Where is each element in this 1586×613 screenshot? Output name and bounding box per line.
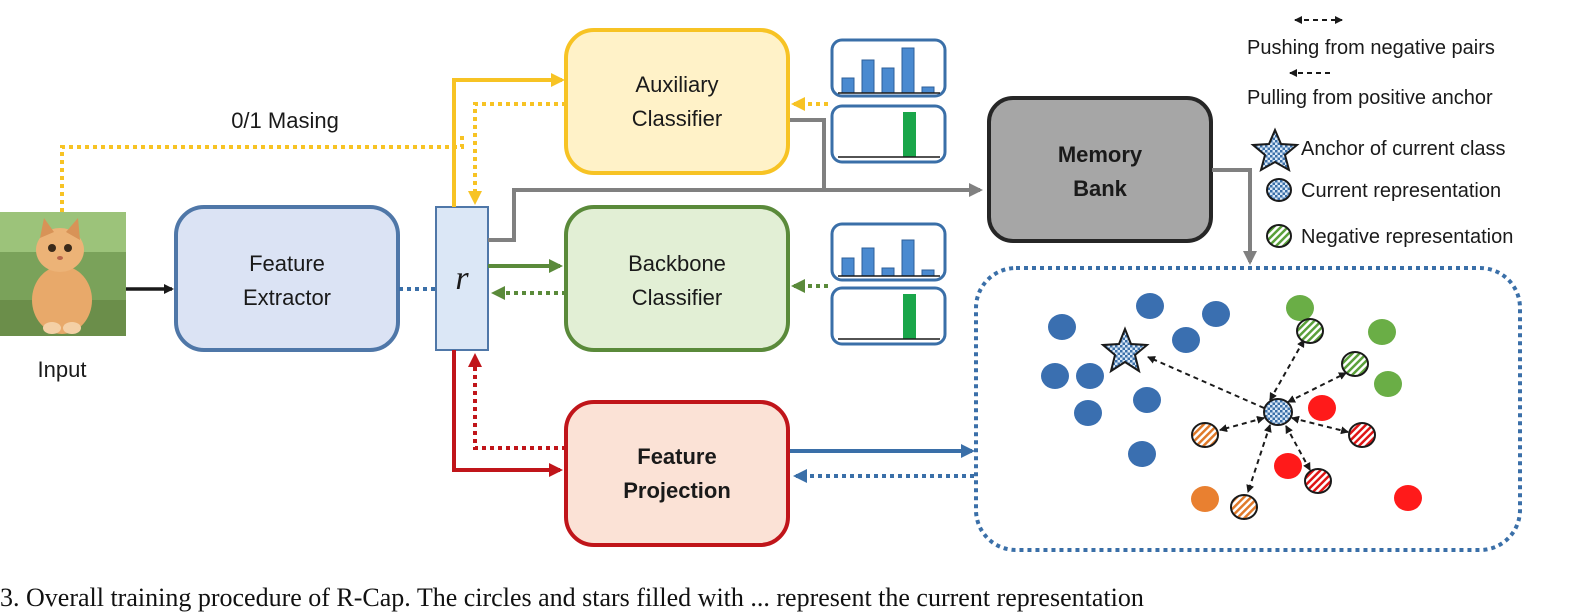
negative-representation (1230, 494, 1258, 520)
r-symbol: r (455, 260, 469, 297)
memory-bank-label-1: Memory (1058, 142, 1143, 167)
auxiliary-classifier-label-2: Classifier (632, 106, 722, 131)
r-representation-block: r (435, 206, 489, 351)
projection-to-r-arrow (468, 353, 566, 450)
same-class-point (1136, 293, 1164, 319)
current-representation (1263, 398, 1293, 426)
same-class-point (1076, 363, 1104, 389)
memory-bank-label-2: Bank (1073, 176, 1128, 201)
same-class-point (1172, 327, 1200, 353)
r-to-projection-arrow (452, 350, 563, 477)
memory-to-space-arrow (1212, 168, 1257, 265)
backbone-output-histogram (830, 222, 947, 282)
auxiliary-to-memory-link (790, 118, 826, 190)
same-class-point (1074, 400, 1102, 426)
auxiliary-classifier-label-1: Auxiliary (635, 72, 718, 97)
red-class-point (1274, 453, 1302, 479)
kitten-photo (0, 212, 126, 336)
red-class-point (1308, 395, 1336, 421)
star-icon (1250, 127, 1300, 173)
feature-projection-label-2: Projection (623, 478, 731, 503)
red-class-point (1394, 485, 1422, 511)
feature-extractor-label-1: Feature (249, 251, 325, 276)
input-label: Input (38, 357, 87, 382)
same-class-point (1048, 314, 1076, 340)
feature-projection-label-1: Feature (637, 444, 716, 469)
r-to-auxiliary-arrow (452, 73, 565, 207)
anchor-star (1100, 326, 1150, 374)
feature-extractor-block: Feature Extractor (174, 205, 400, 352)
same-class-point (1202, 301, 1230, 327)
backbone-classifier-label-1: Backbone (628, 251, 726, 276)
auxiliary-label-onehot (830, 104, 947, 164)
r-to-memory-arrow (488, 183, 983, 242)
green-class-point (1374, 371, 1402, 397)
figure-caption: 3. Overall training procedure of R-Cap. … (0, 583, 1144, 612)
memory-bank-block: Memory Bank (987, 96, 1213, 243)
legend-pulling: Pulling from positive anchor (1247, 87, 1493, 109)
legend-negative: Negative representation (1301, 226, 1513, 248)
negative-representation (1348, 422, 1376, 448)
auxiliary-classifier-block: Auxiliary Classifier (564, 28, 790, 175)
feature-extractor-label-2: Extractor (243, 285, 331, 310)
same-class-point (1133, 387, 1161, 413)
same-class-point (1128, 441, 1156, 467)
backbone-classifier-block: Backbone Classifier (564, 205, 790, 352)
hatched-circle-icon (1266, 224, 1292, 248)
legend-anchor: Anchor of current class (1301, 138, 1506, 160)
negative-representation (1296, 318, 1324, 344)
same-class-point (1041, 363, 1069, 389)
orange-class-point (1191, 486, 1219, 512)
feature-projection-block: Feature Projection (564, 400, 790, 547)
green-class-point (1368, 319, 1396, 345)
backbone-label-onehot (830, 286, 947, 346)
backbone-classifier-label-2: Classifier (632, 285, 722, 310)
auxiliary-to-r-arrow (468, 102, 566, 205)
negative-representation (1304, 468, 1332, 494)
green-class-point (1286, 295, 1314, 321)
masking-label: 0/1 Masing (231, 108, 339, 133)
legend-pushing: Pushing from negative pairs (1247, 37, 1495, 59)
negative-representation (1341, 351, 1369, 377)
negative-representation (1191, 422, 1219, 448)
legend: Pushing from negative pairs Pulling from… (1247, 16, 1513, 248)
masking-path (60, 132, 464, 212)
legend-current: Current representation (1301, 180, 1501, 202)
embedding-points (1041, 293, 1422, 520)
auxiliary-output-histogram (830, 38, 947, 98)
dotted-circle-icon (1266, 178, 1292, 202)
